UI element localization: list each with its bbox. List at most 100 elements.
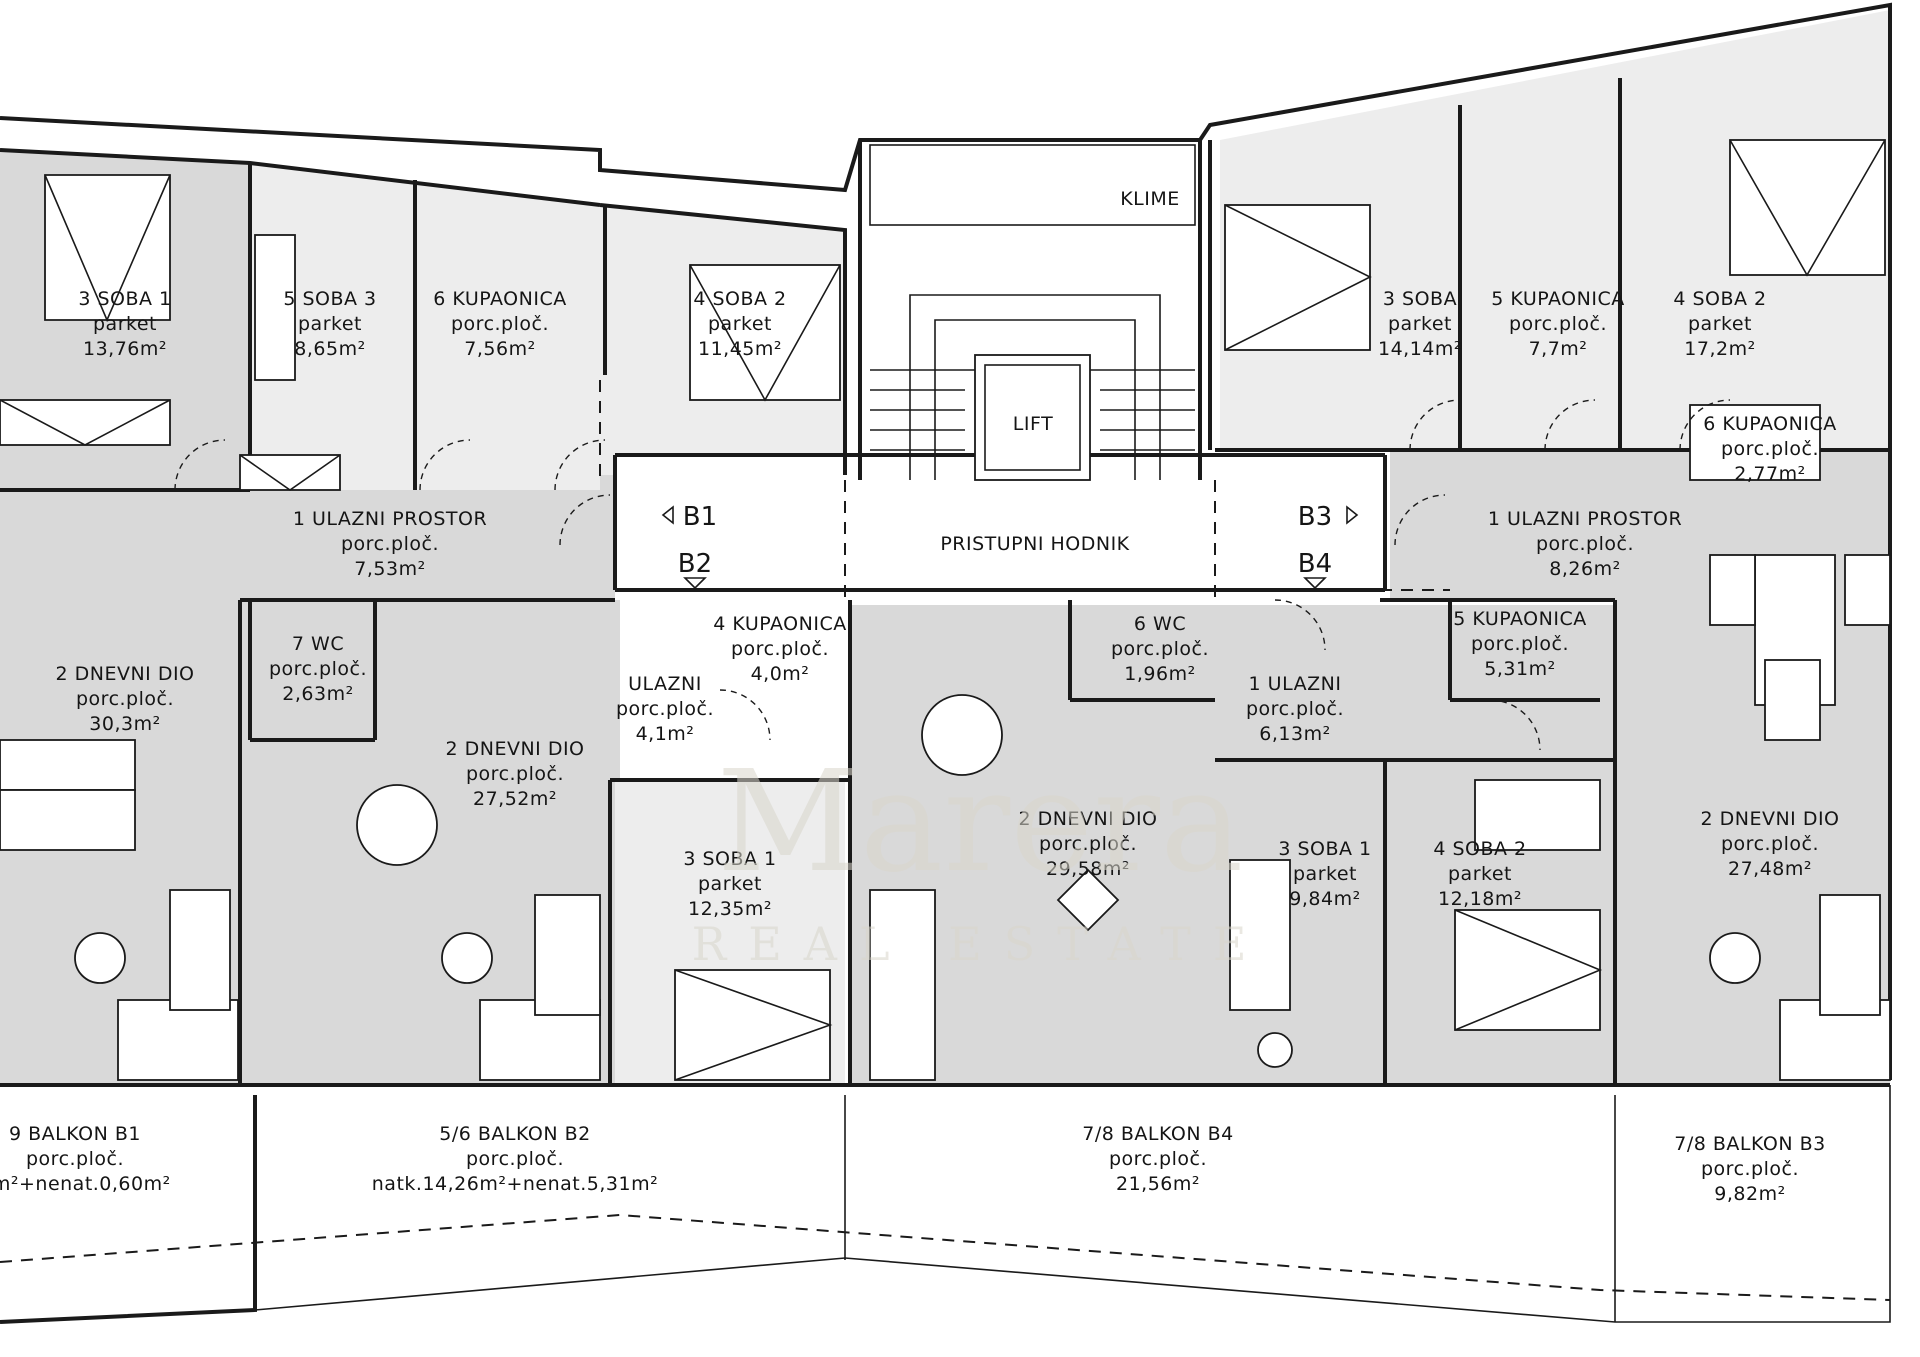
unit-tags: B1 B2 B3 B4	[661, 502, 1359, 590]
svg-text:9 BALKON B1: 9 BALKON B1	[9, 1123, 141, 1145]
svg-text:porc.ploč.: porc.ploč.	[1111, 638, 1209, 660]
svg-text:natk.14,26m²+nenat.5,31m²: natk.14,26m²+nenat.5,31m²	[372, 1173, 658, 1195]
lift-label: LIFT	[1013, 413, 1053, 435]
room-label: 4 SOBA 2 parket 11,45m²	[693, 288, 786, 360]
svg-text:porc.ploč.: porc.ploč.	[76, 688, 174, 710]
balcony-label: 9 BALKON B1 porc.ploč. 6m²+nenat.0,60m²	[0, 1123, 171, 1195]
watermark-brand: Marera	[717, 741, 1244, 904]
svg-text:30,3m²: 30,3m²	[89, 713, 160, 735]
svg-text:4,1m²: 4,1m²	[636, 723, 695, 745]
svg-text:2 DNEVNI DIO: 2 DNEVNI DIO	[1700, 808, 1839, 830]
core: KLIME LIFT PRISTUPNI HODNIK	[869, 144, 1196, 555]
svg-text:porc.ploč.: porc.ploč.	[451, 313, 549, 335]
svg-text:4 SOBA 2: 4 SOBA 2	[1673, 288, 1766, 310]
svg-text:porc.ploč.: porc.ploč.	[466, 1148, 564, 1170]
svg-text:parket: parket	[1388, 313, 1452, 335]
svg-text:14,14m²: 14,14m²	[1378, 338, 1462, 360]
svg-text:porc.ploč.: porc.ploč.	[1246, 698, 1344, 720]
svg-text:6 WC: 6 WC	[1134, 613, 1186, 635]
svg-text:3 SOBA 1: 3 SOBA 1	[683, 848, 776, 870]
svg-text:6,13m²: 6,13m²	[1259, 723, 1330, 745]
svg-text:2,63m²: 2,63m²	[282, 683, 353, 705]
svg-text:porc.ploč.: porc.ploč.	[1721, 438, 1819, 460]
svg-text:12,35m²: 12,35m²	[688, 898, 772, 920]
svg-text:porc.ploč.: porc.ploč.	[1109, 1148, 1207, 1170]
tag-b4: B4	[1298, 549, 1332, 579]
room-label: 3 SOBA 1 parket 9,84m²	[1278, 838, 1371, 910]
svg-text:5 KUPAONICA: 5 KUPAONICA	[1491, 288, 1624, 310]
room-label: 6 WC porc.ploč. 1,96m²	[1111, 613, 1209, 685]
svg-text:porc.ploč.: porc.ploč.	[1039, 833, 1137, 855]
room-label: 2 DNEVNI DIO porc.ploč. 27,52m²	[445, 738, 584, 810]
svg-text:1 ULAZNI: 1 ULAZNI	[1249, 673, 1342, 695]
balcony-label: 5/6 BALKON B2 porc.ploč. natk.14,26m²+nena…	[372, 1123, 658, 1195]
svg-text:2,77m²: 2,77m²	[1734, 463, 1805, 485]
svg-text:4,0m²: 4,0m²	[751, 663, 810, 685]
doors	[174, 399, 1731, 751]
svg-text:7,56m²: 7,56m²	[464, 338, 535, 360]
svg-text:porc.ploč.: porc.ploč.	[269, 658, 367, 680]
svg-text:1,96m²: 1,96m²	[1124, 663, 1195, 685]
fill-right-bedrooms	[1220, 10, 1890, 450]
svg-text:porc.ploč.: porc.ploč.	[1536, 533, 1634, 555]
fill-middle-unit	[850, 605, 1615, 1085]
svg-text:21,56m²: 21,56m²	[1116, 1173, 1200, 1195]
svg-text:parket: parket	[1293, 863, 1357, 885]
svg-text:porc.ploč.: porc.ploč.	[26, 1148, 124, 1170]
room-fills	[0, 10, 1890, 1085]
watermark-sub: REAL ESTATE	[692, 917, 1269, 971]
svg-text:13,76m²: 13,76m²	[83, 338, 167, 360]
svg-text:porc.ploč.: porc.ploč.	[616, 698, 714, 720]
svg-text:1 ULAZNI PROSTOR: 1 ULAZNI PROSTOR	[293, 508, 487, 530]
svg-text:parket: parket	[298, 313, 362, 335]
svg-text:5/6 BALKON B2: 5/6 BALKON B2	[439, 1123, 591, 1145]
svg-text:9,82m²: 9,82m²	[1714, 1183, 1785, 1205]
svg-text:5 SOBA 3: 5 SOBA 3	[283, 288, 376, 310]
svg-text:8,26m²: 8,26m²	[1549, 558, 1620, 580]
tag-b2: B2	[678, 549, 712, 579]
dashed-outlines	[0, 380, 1891, 1301]
svg-text:7/8 BALKON B4: 7/8 BALKON B4	[1082, 1123, 1234, 1145]
corridor-label: PRISTUPNI HODNIK	[940, 533, 1129, 555]
svg-text:11,45m²: 11,45m²	[698, 338, 782, 360]
svg-text:3 SOBA: 3 SOBA	[1383, 288, 1457, 310]
svg-text:3 SOBA 1: 3 SOBA 1	[1278, 838, 1371, 860]
lift-shaft	[974, 354, 1091, 481]
room-label: 7 WC porc.ploč. 2,63m²	[269, 633, 367, 705]
svg-text:porc.ploč.: porc.ploč.	[466, 763, 564, 785]
room-label: 2 DNEVNI DIO porc.ploč. 30,3m²	[55, 663, 194, 735]
svg-text:4 SOBA 2: 4 SOBA 2	[693, 288, 786, 310]
svg-text:porc.ploč.: porc.ploč.	[1509, 313, 1607, 335]
svg-text:2 DNEVNI DIO: 2 DNEVNI DIO	[55, 663, 194, 685]
svg-text:7 WC: 7 WC	[292, 633, 344, 655]
svg-text:porc.ploč.: porc.ploč.	[341, 533, 439, 555]
svg-text:12,18m²: 12,18m²	[1438, 888, 1522, 910]
svg-text:9,84m²: 9,84m²	[1289, 888, 1360, 910]
svg-text:29,58m²: 29,58m²	[1046, 858, 1130, 880]
tag-b1: B1	[683, 502, 717, 532]
room-label: 1 ULAZNI porc.ploč. 6,13m²	[1246, 673, 1344, 745]
svg-text:6m²+nenat.0,60m²: 6m²+nenat.0,60m²	[0, 1173, 171, 1195]
fill-core-white	[615, 455, 1385, 600]
svg-text:27,52m²: 27,52m²	[473, 788, 557, 810]
svg-text:porc.ploč.: porc.ploč.	[1701, 1158, 1799, 1180]
balcony-labels: 9 BALKON B1 porc.ploč. 6m²+nenat.0,60m² 5/…	[0, 1123, 1825, 1205]
svg-text:porc.ploč.: porc.ploč.	[1471, 633, 1569, 655]
svg-text:parket: parket	[1448, 863, 1512, 885]
walls	[0, 2, 1892, 1324]
room-label: 3 SOBA parket 14,14m²	[1378, 288, 1462, 360]
svg-text:2 DNEVNI DIO: 2 DNEVNI DIO	[445, 738, 584, 760]
svg-text:parket: parket	[698, 873, 762, 895]
svg-text:parket: parket	[708, 313, 772, 335]
